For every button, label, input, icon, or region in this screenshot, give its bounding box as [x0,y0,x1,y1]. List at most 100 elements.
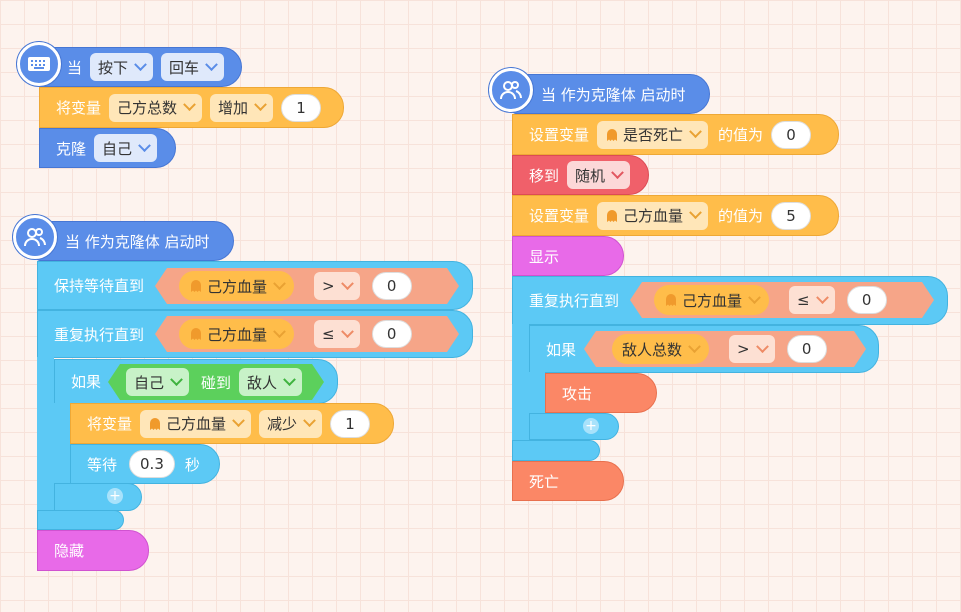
key-name-dropdown[interactable]: 回车 [161,53,225,81]
chevron-down-icon [689,206,702,220]
clone-target-dropdown[interactable]: 自己 [94,134,158,162]
variable-reporter[interactable]: 己方血量 [654,285,769,315]
compare-value-input[interactable]: 0 [847,286,887,314]
die-label: 死亡 [529,472,560,491]
chevron-down-icon [232,414,245,428]
chevron-down-icon [183,98,196,112]
chevron-down-icon [205,57,218,71]
users-icon [13,215,57,259]
variable-reporter[interactable]: 己方血量 [179,319,294,349]
if-c-arm [529,372,545,417]
chevron-down-icon [134,57,147,71]
if-c-bottom [529,413,619,440]
hat-label: 当 作为克隆体 启动时 [541,85,686,104]
if-label: 如果 [71,373,102,391]
chevron-down-icon [611,165,624,179]
hide-label: 隐藏 [54,542,85,560]
show-label: 显示 [529,247,560,266]
wait-seconds-block[interactable]: 等待 0.3 秒 [70,444,220,484]
touching-condition[interactable]: 自己 碰到 敌人 [108,364,324,400]
compare-operator-dropdown[interactable]: > [314,272,360,300]
chevron-down-icon [341,325,354,338]
compare-condition[interactable]: 己方血量 > 0 [155,268,459,304]
compare-operator-dropdown[interactable]: ≤ [314,320,360,348]
wait-until-label: 保持等待直到 [54,277,145,295]
repeat-until-label: 重复执行直到 [529,292,620,310]
chevron-down-icon [303,414,316,428]
value-of-label: 的值为 [718,126,764,144]
ghost-icon [607,209,618,222]
ghost-icon [607,128,618,141]
chevron-down-icon [254,98,267,112]
chevron-down-icon [283,373,296,386]
compare-condition[interactable]: 敌人总数 > 0 [584,331,866,367]
keyboard-icon [17,42,61,86]
chevron-down-icon [273,325,286,338]
variable-reporter[interactable]: 敌人总数 [612,334,709,364]
compare-condition[interactable]: 己方血量 ≤ 0 [630,282,934,318]
chevron-down-icon [756,340,769,353]
repeat-until-label: 重复执行直到 [54,325,145,344]
set-var-label: 设置变量 [529,126,590,144]
die-custom-block[interactable]: 死亡 [512,461,624,501]
repeat-c-bottom [512,440,600,461]
chevron-down-icon [341,277,354,290]
clone-label: 克隆 [56,139,87,158]
hat-label: 当 作为克隆体 启动时 [65,232,210,251]
change-variable-block[interactable]: 将变量 己方总数 增加 1 [39,87,344,128]
compare-value-input[interactable]: 0 [372,320,412,348]
ghost-icon [189,327,203,341]
repeat-c-arm [512,324,529,442]
change-variable-block[interactable]: 将变量 己方血量 减少 1 [70,403,394,444]
compare-condition[interactable]: 己方血量 ≤ 0 [155,316,459,352]
show-block[interactable]: 显示 [512,236,624,276]
chevron-down-icon [138,138,151,152]
compare-operator-dropdown[interactable]: > [729,335,775,363]
if-c-bottom [54,483,142,511]
repeat-c-bottom [37,510,124,530]
touch-label: 碰到 [201,373,232,392]
compare-value-input[interactable]: 0 [787,335,827,363]
variable-dropdown[interactable]: 是否死亡 [597,120,709,149]
hat-when-label: 当 [67,58,83,77]
key-action-dropdown[interactable]: 按下 [90,53,154,81]
change-amount-input[interactable]: 1 [281,93,322,122]
compare-value-input[interactable]: 0 [372,272,412,300]
add-block-plus-icon[interactable]: + [583,418,599,434]
go-to-target-dropdown[interactable]: 随机 [567,161,631,189]
set-var-label: 设置变量 [529,207,590,225]
hide-block[interactable]: 隐藏 [37,530,149,571]
variable-reporter[interactable]: 己方血量 [179,271,294,301]
set-value-input[interactable]: 0 [771,120,812,149]
variable-dropdown[interactable]: 己方血量 [140,409,252,438]
attack-custom-block[interactable]: 攻击 [545,373,657,413]
wait-seconds-input[interactable]: 0.3 [129,450,175,478]
compare-operator-dropdown[interactable]: ≤ [789,286,835,314]
value-of-label: 的值为 [718,207,764,225]
touch-target-dropdown[interactable]: 敌人 [239,368,302,396]
variable-dropdown[interactable]: 己方总数 [109,93,203,122]
set-variable-block[interactable]: 设置变量 是否死亡 的值为 0 [512,114,839,155]
operation-dropdown[interactable]: 减少 [259,409,323,438]
ghost-icon [664,293,678,307]
touch-source-dropdown[interactable]: 自己 [126,368,189,396]
set-variable-block[interactable]: 设置变量 己方血量 的值为 5 [512,195,839,236]
move-to-label: 移到 [529,166,560,185]
clone-block[interactable]: 克隆 自己 [39,128,176,168]
chevron-down-icon [748,291,761,304]
when-start-as-clone-block[interactable]: 当 作为克隆体 启动时 [36,221,234,261]
set-value-input[interactable]: 5 [771,201,812,230]
ghost-icon [189,279,203,293]
variable-dropdown[interactable]: 己方血量 [597,201,709,230]
if-c-arm [54,403,70,485]
when-key-pressed-block[interactable]: 当 按下 回车 [38,47,242,87]
operation-dropdown[interactable]: 增加 [210,93,274,122]
chevron-down-icon [170,373,183,386]
when-start-as-clone-block[interactable]: 当 作为克隆体 启动时 [512,74,710,114]
chevron-down-icon [816,291,829,304]
seconds-label: 秒 [184,455,200,474]
add-block-plus-icon[interactable]: + [107,488,123,504]
set-var-label: 将变量 [56,99,102,117]
change-amount-input[interactable]: 1 [330,409,371,438]
go-to-block[interactable]: 移到 随机 [512,155,649,195]
